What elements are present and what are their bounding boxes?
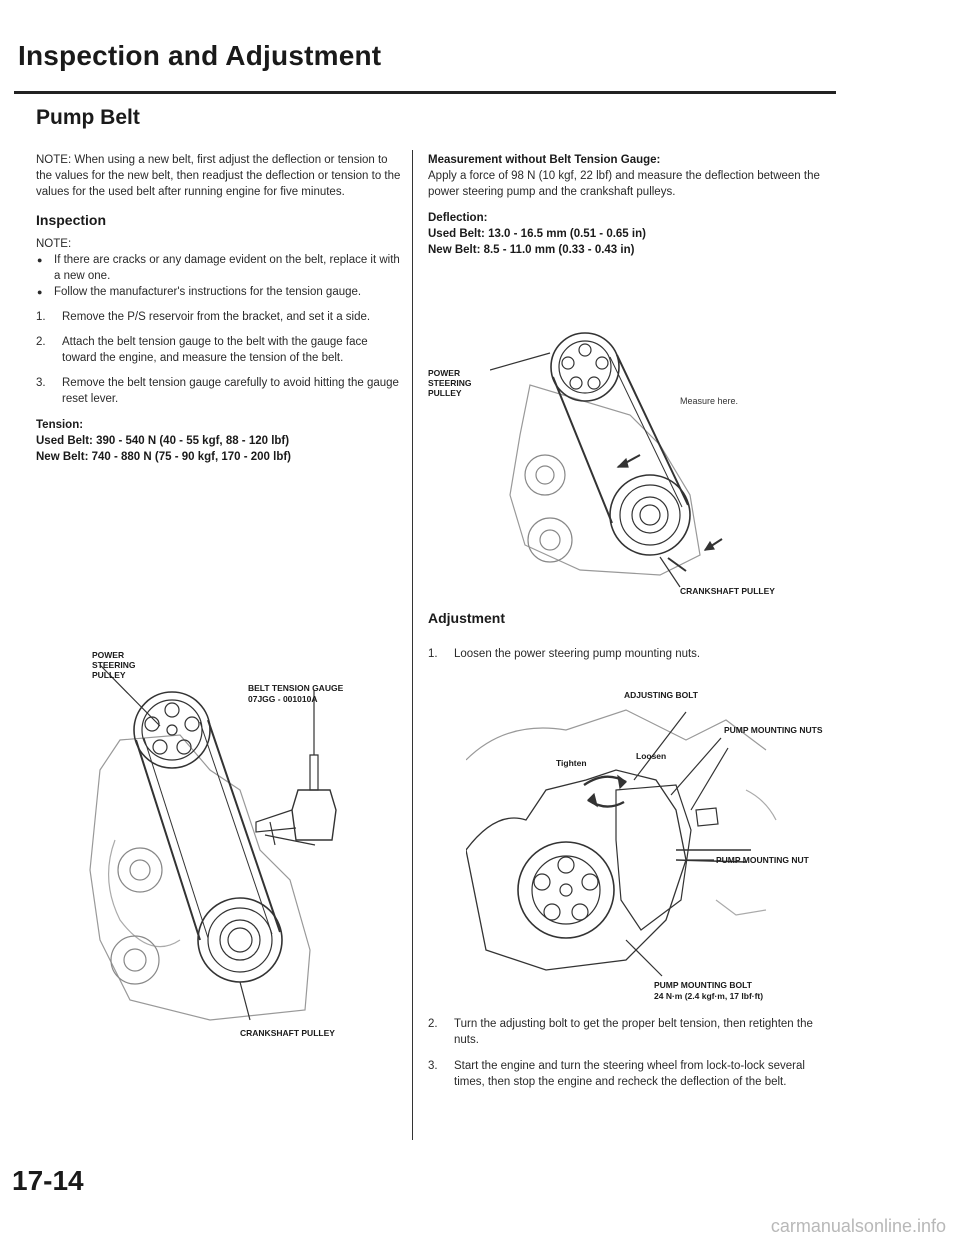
adjustment-step: 1. Loosen the power steering pump mounti… bbox=[428, 646, 828, 662]
inspection-step: 2. Attach the belt tension gauge to the … bbox=[36, 334, 402, 366]
step-text: Start the engine and turn the steering w… bbox=[454, 1060, 805, 1088]
pump-adjustment-diagram bbox=[466, 709, 777, 977]
title-rule bbox=[14, 91, 836, 94]
tension-new: New Belt: 740 - 880 N (75 - 90 kgf, 170 … bbox=[36, 451, 292, 463]
note-item: If there are cracks or any damage eviden… bbox=[36, 252, 402, 284]
step-text: Turn the adjusting bolt to get the prope… bbox=[454, 1018, 813, 1046]
step-text: Loosen the power steering pump mounting … bbox=[454, 648, 701, 660]
intro-note: NOTE: When using a new belt, first adjus… bbox=[36, 154, 401, 198]
tension-label: Tension: bbox=[36, 419, 84, 431]
adjustment-steps: 2. Turn the adjusting bolt to get the pr… bbox=[428, 1016, 828, 1090]
measure-here-label: Measure here. bbox=[680, 396, 739, 406]
page-number: 17-14 bbox=[12, 1165, 84, 1196]
adjustment-step: 3. Start the engine and turn the steerin… bbox=[428, 1058, 828, 1090]
ps-pulley-label: POWER STEERING PULLEY bbox=[92, 650, 136, 680]
step-number: 3. bbox=[36, 377, 46, 389]
tension-used: Used Belt: 390 - 540 N (40 - 55 kgf, 88 … bbox=[36, 435, 290, 447]
watermark: carmanualsonline.info bbox=[770, 1216, 946, 1236]
loosen-label: Loosen bbox=[636, 751, 667, 761]
ps-pulley-label: POWER STEERING PULLEY bbox=[428, 368, 472, 398]
belt-tension-gauge-diagram bbox=[89, 664, 337, 1021]
step-text: Attach the belt tension gauge to the bel… bbox=[62, 336, 368, 364]
adjustment-heading: Adjustment bbox=[428, 610, 505, 626]
tighten-label: Tighten bbox=[556, 758, 587, 768]
crankshaft-pulley-label: CRANKSHAFT PULLEY bbox=[240, 1028, 335, 1038]
deflection-used: Used Belt: 13.0 - 16.5 mm (0.51 - 0.65 i… bbox=[428, 228, 646, 240]
belt-deflection-diagram bbox=[490, 332, 723, 588]
left-column: NOTE: When using a new belt, first adjus… bbox=[36, 152, 402, 465]
step-number: 2. bbox=[36, 336, 46, 348]
adjusting-bolt-label: ADJUSTING BOLT bbox=[624, 690, 698, 700]
step-text: Remove the P/S reservoir from the bracke… bbox=[62, 311, 371, 323]
torque-spec: 24 N·m (2.4 kgf·m, 17 lbf·ft) bbox=[654, 991, 764, 1001]
note-list: If there are cracks or any damage eviden… bbox=[36, 252, 402, 300]
column-divider bbox=[412, 150, 413, 1140]
deflection-new: New Belt: 8.5 - 11.0 mm (0.33 - 0.43 in) bbox=[428, 244, 635, 256]
step-number: 2. bbox=[428, 1018, 438, 1030]
gauge-part-number: 07JGG - 001010A bbox=[248, 694, 318, 704]
pump-mounting-bolt-label: PUMP MOUNTING BOLT bbox=[654, 980, 752, 990]
pump-mounting-nuts-label: PUMP MOUNTING NUTS bbox=[724, 725, 823, 735]
adjustment-step: 2. Turn the adjusting bolt to get the pr… bbox=[428, 1016, 828, 1048]
inspection-step: 1. Remove the P/S reservoir from the bra… bbox=[36, 309, 402, 325]
pump-mounting-nut-label: PUMP MOUNTING NUT bbox=[716, 855, 809, 865]
measure-text: Apply a force of 98 N (10 kgf, 22 lbf) a… bbox=[428, 170, 820, 198]
deflection-label: Deflection: bbox=[428, 212, 488, 224]
measure-heading: Measurement without Belt Tension Gauge: bbox=[428, 154, 661, 166]
step-number: 1. bbox=[428, 648, 438, 660]
page-title: Inspection and Adjustment bbox=[18, 40, 382, 71]
note-item: Follow the manufacturer's instructions f… bbox=[36, 284, 402, 300]
gauge-label: BELT TENSION GAUGE bbox=[248, 683, 344, 693]
note-label: NOTE: bbox=[36, 238, 72, 250]
step-number: 1. bbox=[36, 311, 46, 323]
inspection-step: 3. Remove the belt tension gauge careful… bbox=[36, 375, 402, 407]
step-text: Remove the belt tension gauge carefully … bbox=[62, 377, 399, 405]
inspection-heading: Inspection bbox=[36, 212, 107, 228]
section-title: Pump Belt bbox=[36, 106, 140, 129]
crankshaft-pulley-label: CRANKSHAFT PULLEY bbox=[680, 586, 775, 596]
right-column-top: Measurement without Belt Tension Gauge: … bbox=[428, 152, 828, 258]
step-number: 3. bbox=[428, 1060, 438, 1072]
